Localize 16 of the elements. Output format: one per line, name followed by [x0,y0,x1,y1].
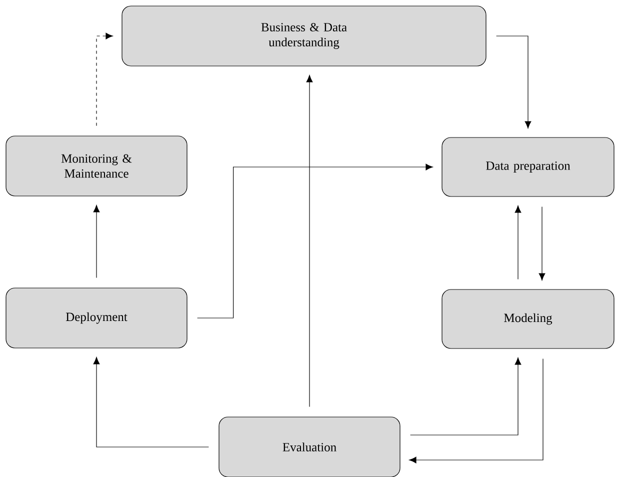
arrow [93,205,100,278]
arrow [538,206,546,280]
arrow [197,164,433,318]
process-box: Data preparation [442,137,614,197]
arrow [96,32,113,126]
process-box: Modeling [442,289,614,349]
arrow [496,36,532,128]
arrow [306,75,313,407]
process-box: Business & Data understanding [122,6,486,66]
process-box: Evaluation [218,416,400,477]
arrow [93,357,209,448]
arrow [409,358,544,464]
process-box: Deployment [6,288,188,348]
process-box: Monitoring & Maintenance [6,136,188,196]
arrow [514,206,522,280]
arrow [410,358,522,436]
